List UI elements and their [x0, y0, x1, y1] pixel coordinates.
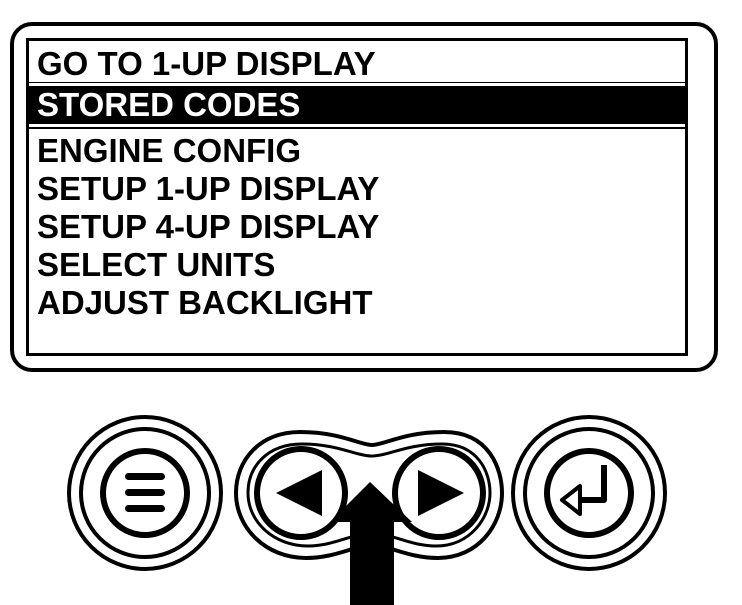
menu-item-engine-config[interactable]: ENGINE CONFIG — [37, 132, 302, 169]
menu-item-select-units[interactable]: SELECT UNITS — [37, 246, 276, 283]
menu-item-setup-4-up-display[interactable]: SETUP 4-UP DISPLAY — [37, 208, 380, 245]
lcd-screen: GO TO 1-UP DISPLAY STORED CODES ENGINE C… — [26, 38, 688, 356]
menu-lines-icon — [125, 473, 165, 512]
main-menu: GO TO 1-UP DISPLAY STORED CODES ENGINE C… — [29, 45, 685, 322]
menu-item-stored-codes[interactable]: STORED CODES — [29, 82, 685, 129]
button-panel-graphic — [67, 415, 667, 605]
enter-button[interactable] — [511, 415, 667, 571]
menu-item-setup-1-up-display[interactable]: SETUP 1-UP DISPLAY — [37, 170, 380, 207]
button-panel — [0, 400, 742, 605]
arrow-left-icon — [276, 470, 322, 516]
menu-item-adjust-backlight[interactable]: ADJUST BACKLIGHT — [37, 284, 373, 321]
menu-button[interactable] — [67, 415, 223, 571]
enter-return-icon — [560, 465, 607, 516]
pointer-arrow-icon — [330, 482, 412, 605]
menu-item-go-to-1-up-display[interactable]: GO TO 1-UP DISPLAY — [37, 45, 376, 82]
left-arrow-button[interactable] — [254, 446, 348, 540]
right-arrow-button[interactable] — [392, 446, 486, 540]
arrow-right-icon — [418, 470, 464, 516]
